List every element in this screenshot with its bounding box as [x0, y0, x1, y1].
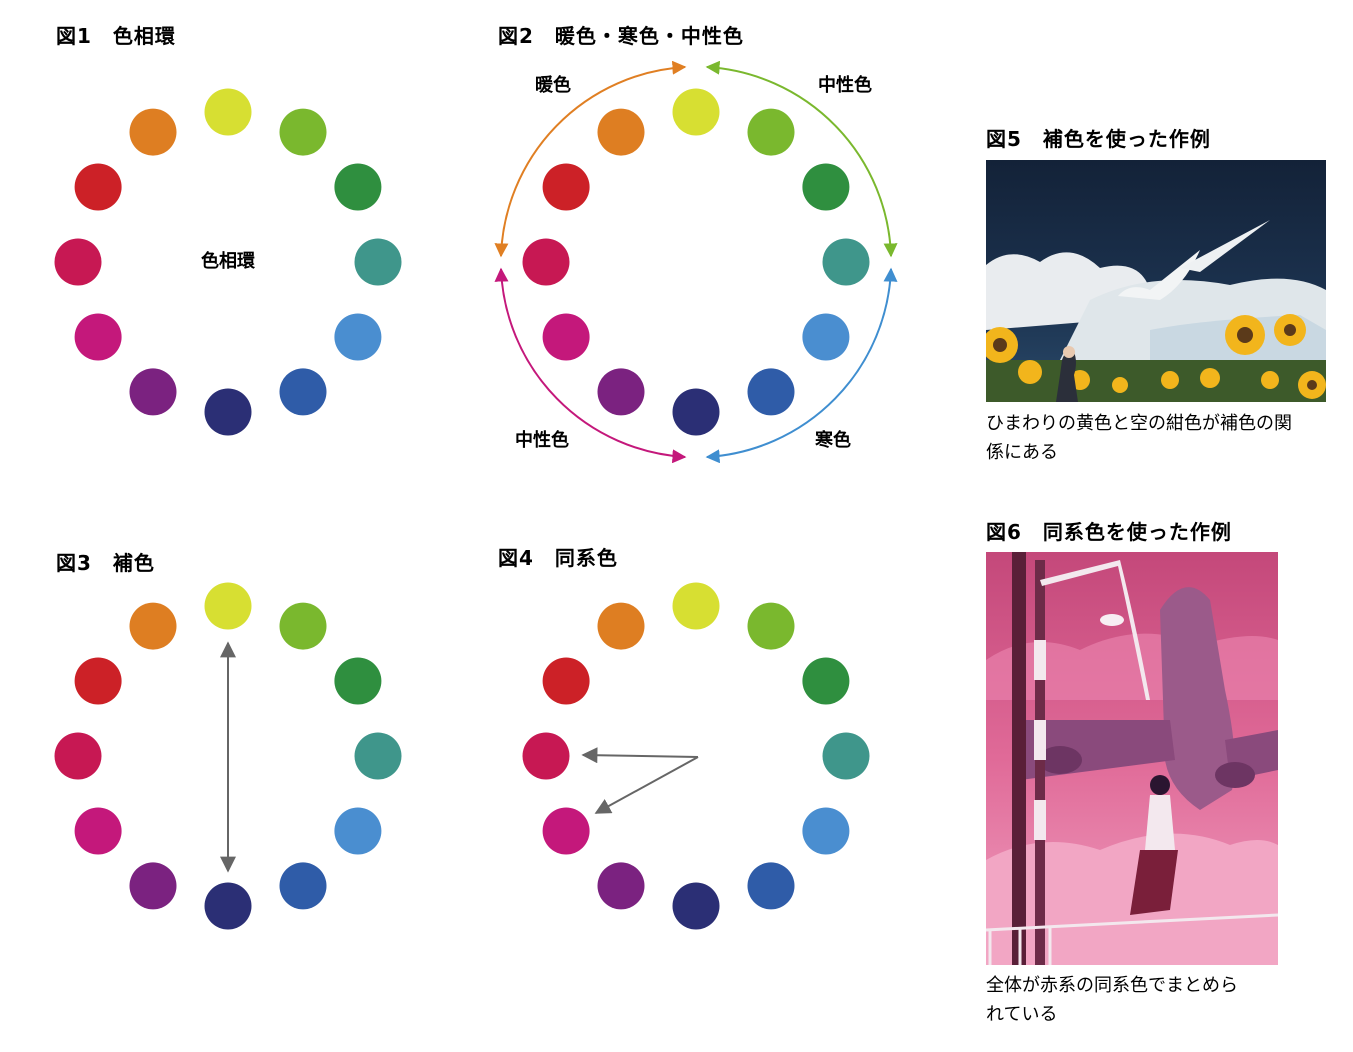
fig6-caption-line-1: 全体が赤系の同系色でまとめら	[986, 975, 1238, 996]
fig2-hue-swatch-1	[672, 88, 720, 136]
fig1-color-wheel	[54, 88, 402, 436]
fig3-hue-swatch-8	[129, 862, 177, 910]
fig4-hue-swatch-1	[672, 582, 720, 630]
fig2-warm-arc	[494, 60, 687, 258]
fig1-hue-swatch-8	[129, 368, 177, 416]
fig2-label-neutral-top: 中性色	[818, 74, 872, 96]
fig2-label-neutral-bottom: 中性色	[515, 429, 569, 451]
fig3-hue-swatch-2	[279, 602, 327, 650]
fig3-color-wheel	[54, 582, 402, 930]
fig5-caption-line-2: 係にある	[986, 442, 1058, 463]
fig2-hue-swatch-10	[522, 238, 570, 286]
fig4-arrow-lower	[594, 756, 699, 814]
fig4-hue-swatch-11	[542, 657, 590, 705]
fig2-cool-arc	[705, 267, 898, 464]
fig3-hue-swatch-10	[54, 732, 102, 780]
fig4-hue-swatch-6	[747, 862, 795, 910]
fig2-color-wheel	[522, 88, 870, 436]
fig3-hue-swatch-11	[74, 657, 122, 705]
fig2-hue-swatch-7	[672, 388, 720, 436]
fig3-hue-swatch-5	[334, 807, 382, 855]
fig5-caption-line-1: ひまわりの黄色と空の紺色が補色の関	[986, 413, 1292, 434]
fig1-title: 図1 色相環	[56, 24, 176, 48]
fig2-neutral-bottom-arc	[494, 267, 687, 464]
fig1-hue-swatch-12	[129, 108, 177, 156]
fig4-hue-swatch-3	[802, 657, 850, 705]
fig4-hue-swatch-10	[522, 732, 570, 780]
fig2-label-warm: 暖色	[535, 74, 571, 96]
fig2-title: 図2 暖色・寒色・中性色	[498, 24, 744, 48]
fig4-title: 図4 同系色	[498, 546, 618, 570]
fig6-caption-line-2: れている	[986, 1004, 1057, 1025]
fig4-hue-swatch-5	[802, 807, 850, 855]
fig1-hue-swatch-6	[279, 368, 327, 416]
fig3-hue-swatch-12	[129, 602, 177, 650]
fig2-hue-swatch-4	[822, 238, 870, 286]
fig4-hue-swatch-8	[597, 862, 645, 910]
fig3-title: 図3 補色	[56, 551, 155, 575]
fig6-title: 図6 同系色を使った作例	[986, 520, 1232, 544]
fig2-label-cool: 寒色	[814, 429, 851, 451]
fig2-hue-swatch-9	[542, 313, 590, 361]
fig5-artwork-image	[986, 160, 1326, 402]
fig2-hue-swatch-5	[802, 313, 850, 361]
fig3-hue-swatch-1	[204, 582, 252, 630]
fig4-hue-swatch-9	[542, 807, 590, 855]
fig3-hue-swatch-6	[279, 862, 327, 910]
fig2-hue-swatch-3	[802, 163, 850, 211]
fig1-hue-swatch-1	[204, 88, 252, 136]
fig1-hue-swatch-9	[74, 313, 122, 361]
fig3-hue-swatch-4	[354, 732, 402, 780]
fig2-hue-swatch-8	[597, 368, 645, 416]
fig1-hue-swatch-3	[334, 163, 382, 211]
fig1-hue-swatch-11	[74, 163, 122, 211]
fig2-hue-swatch-2	[747, 108, 795, 156]
fig4-arrow-upper	[581, 747, 699, 764]
fig1-hue-swatch-4	[354, 238, 402, 286]
fig3-hue-swatch-9	[74, 807, 122, 855]
fig4-hue-swatch-2	[747, 602, 795, 650]
fig1-hue-swatch-2	[279, 108, 327, 156]
fig1-center-label: 色相環	[201, 250, 256, 272]
fig1-hue-swatch-7	[204, 388, 252, 436]
fig4-color-wheel	[522, 582, 870, 930]
fig1-hue-swatch-5	[334, 313, 382, 361]
fig1-hue-swatch-10	[54, 238, 102, 286]
fig2-hue-swatch-6	[747, 368, 795, 416]
fig3-hue-swatch-7	[204, 882, 252, 930]
fig4-hue-swatch-12	[597, 602, 645, 650]
fig4-hue-swatch-7	[672, 882, 720, 930]
fig4-hue-swatch-4	[822, 732, 870, 780]
fig2-hue-swatch-12	[597, 108, 645, 156]
fig2-neutral-top-arc	[705, 60, 898, 258]
fig5-title: 図5 補色を使った作例	[986, 127, 1211, 151]
fig3-hue-swatch-3	[334, 657, 382, 705]
fig2-hue-swatch-11	[542, 163, 590, 211]
fig6-artwork-image	[986, 552, 1278, 965]
